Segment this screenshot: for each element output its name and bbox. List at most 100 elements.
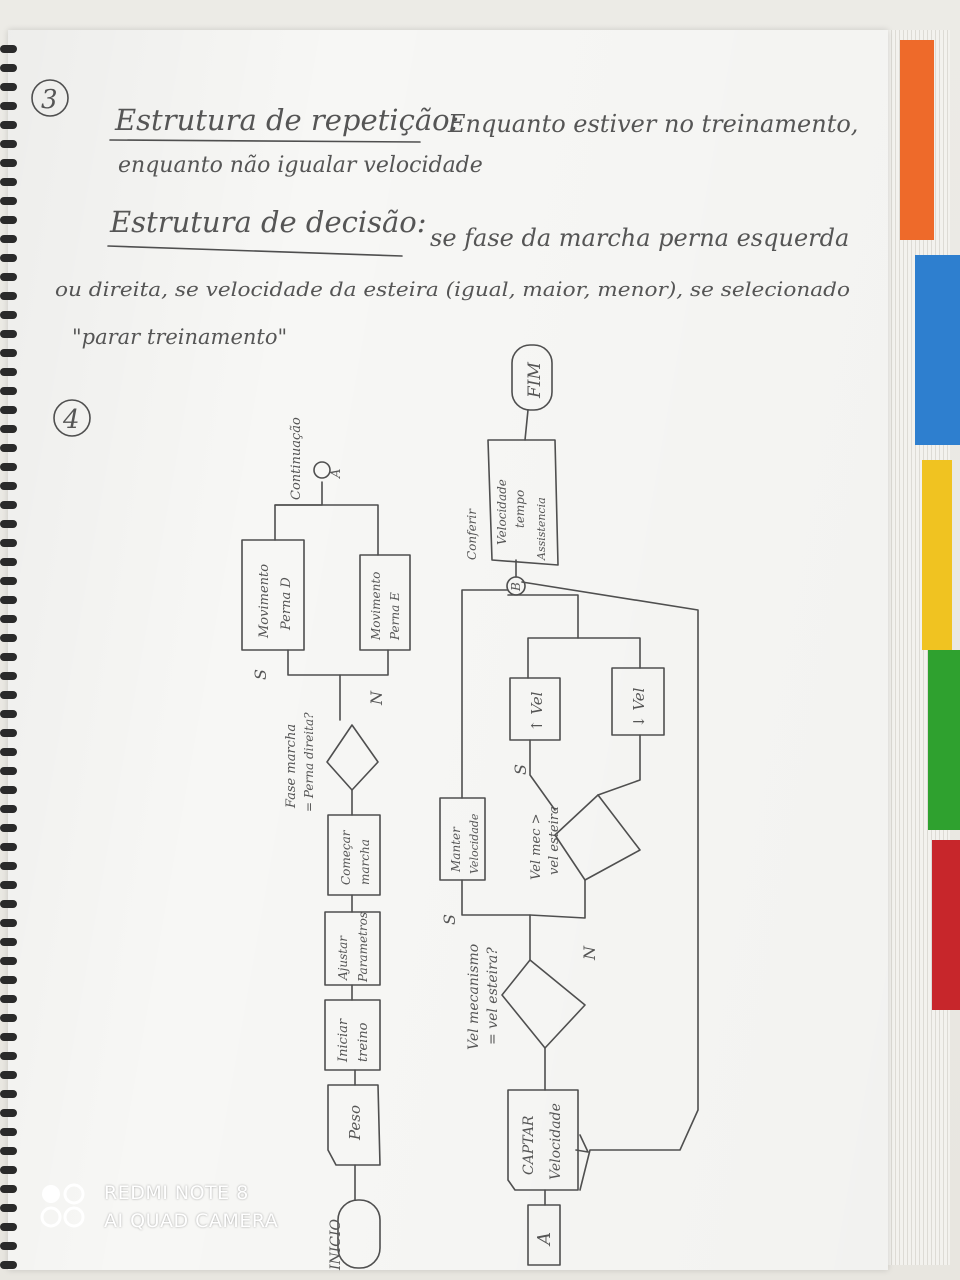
fim-label: FIM [525,361,545,399]
spiral-coil [0,216,17,224]
spiral-coil [0,501,17,509]
spiral-coil [0,330,17,338]
spiral-coil [0,482,17,490]
spiral-coil [0,387,17,395]
spiral-coil [0,976,17,984]
dec-text-3: "parar treinamento" [72,325,287,349]
dados-finais-3: Assistencia [535,497,548,561]
ink-stroke [507,594,579,639]
decision-perna [326,724,379,791]
decision-vel-maior [554,794,641,881]
spiral-coil [0,1052,17,1060]
s-label-1: S [251,669,270,680]
dec-text-2: ou direita, se velocidade da esteira (ig… [55,277,850,301]
camera-watermark: REDMI NOTE 8 AI QUAD CAMERA [38,1180,338,1240]
spiral-coil [0,710,17,718]
spiral-coil [0,273,17,281]
n-label-1: N [367,690,386,706]
decision-vel [501,959,586,1049]
spiral-coil [0,938,17,946]
peso-box [327,1084,381,1166]
ajustar-box [324,911,381,986]
spiral-coil [0,672,17,680]
aum-vel-box [509,677,561,741]
q3-circle [31,79,69,117]
ink-stroke [287,649,341,721]
ink-stroke [575,1134,589,1153]
spiral-coil [0,843,17,851]
spiral-coil [0,862,17,870]
dec-underline [107,245,403,257]
decision-vel-maior-1: Vel mec > [529,813,544,880]
spiral-coil [0,767,17,775]
mov-perna-d-box [241,539,305,651]
rep-underline [109,139,421,143]
inicio-label: INICIO [328,1218,344,1271]
aum-vel-label: ↑ Vel [528,691,546,732]
spiral-coil [0,102,17,110]
dados-finais-box [487,439,559,566]
spiral-coil [0,1147,17,1155]
spiral-coil [0,1166,17,1174]
ajustar-label-1: Ajustar [336,935,350,981]
dados-finais-2: tempo [513,490,527,528]
spiral-coil [0,140,17,148]
spiral-coil [0,1090,17,1098]
mov-d-label-2: Perna D [279,577,294,631]
continuacao-label: Continuação [289,417,304,500]
manter-label-2: Velocidade [468,813,481,874]
spiral-coil [0,254,17,262]
dec-heading: Estrutura de decisão: [109,205,427,239]
spiral-coil [0,957,17,965]
ink-stroke [529,739,556,811]
connector-a-bottom [527,1204,561,1266]
spiral-coil [0,178,17,186]
spiral-binding [0,45,17,1269]
fim-terminal [511,344,553,411]
n-label-2: N [580,945,599,961]
ink-stroke [461,589,509,799]
iniciar-label-2: treino [356,1022,371,1062]
red-tab [932,840,960,1010]
ink-stroke [521,581,699,1191]
watermark-line2: AI QUAD CAMERA [104,1210,279,1232]
dim-vel-box [611,667,665,736]
inicio-terminal [337,1199,381,1269]
peso-label: Peso [346,1105,364,1141]
ink-stroke [524,409,529,441]
ink-stroke [597,734,641,796]
spiral-coil [0,824,17,832]
spiral-coil [0,349,17,357]
spiral-coil [0,463,17,471]
s-label-2: S [440,914,459,925]
spiral-coil [0,919,17,927]
iniciar-label-1: Iniciar [336,1018,351,1063]
spiral-coil [0,45,17,53]
rep-heading: Estrutura de repetição: [114,103,459,137]
ink-stroke [274,481,323,506]
spiral-coil [0,577,17,585]
spiral-coil [0,520,17,528]
spiral-coil [0,900,17,908]
spiral-coil [0,995,17,1003]
dim-vel-label: ↓ Vel [630,687,648,728]
s-label-3: S [511,764,530,775]
ink-stroke [274,504,379,556]
spiral-coil [0,292,17,300]
spiral-coil [0,729,17,737]
captar-velocidade-box [507,1089,579,1191]
decision-vel-1: Vel mecanismo [466,944,482,1050]
ajustar-label-2: Parametros [356,912,370,983]
q4-circle [53,399,91,437]
connector-a-top [313,461,331,479]
iniciar-treino-box [324,999,381,1071]
spiral-coil [0,691,17,699]
camera-logo-icon [40,1183,85,1228]
mov-e-label-2: Perna E [388,592,402,641]
ink-stroke [461,879,531,961]
decision-perna-2: = Perna direita? [302,712,316,812]
q4-number: 4 [62,405,80,435]
spiral-coil [0,1033,17,1041]
spiral-coil [0,159,17,167]
spiral-coil [0,1071,17,1079]
